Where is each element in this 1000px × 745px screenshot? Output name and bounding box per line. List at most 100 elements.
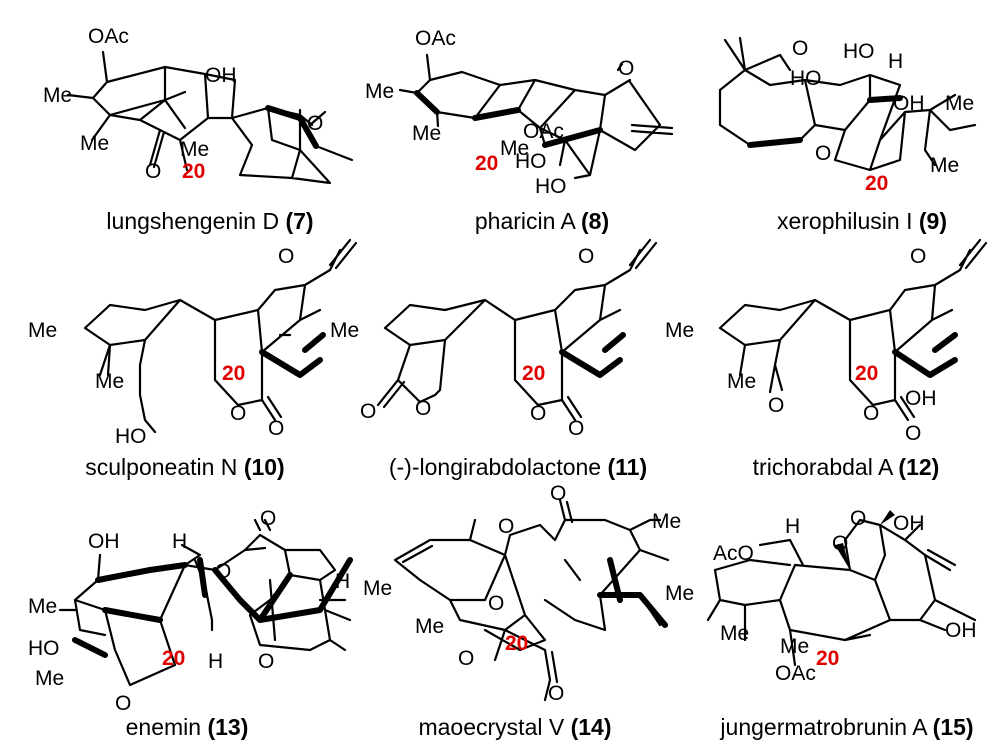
me-label: Me	[720, 622, 749, 645]
c20-label: 20	[816, 647, 839, 670]
structure-compound-12: Me Me O O O OH O 20	[665, 238, 988, 445]
structure-compound-10: Me Me O HO O O 20	[28, 238, 358, 448]
me-label: Me	[330, 319, 359, 342]
h-label: H	[888, 50, 903, 73]
ring-oxygen-label: O	[863, 402, 879, 425]
c20-label: 20	[162, 647, 185, 670]
oac-label: OAc	[415, 27, 456, 50]
ketone-oxygen-label: O	[618, 57, 634, 80]
c20-label: 20	[222, 362, 245, 385]
hydroxyl-label: HO	[28, 637, 60, 660]
c20-label: 20	[855, 362, 878, 385]
caption-compound-13: enemin (13)	[126, 714, 249, 740]
ring-oxygen-label: O	[458, 647, 474, 670]
c20-label: 20	[182, 160, 205, 183]
hydroxyl-label: HO	[790, 67, 822, 90]
me-label: Me	[945, 92, 974, 115]
c20-label: 20	[865, 172, 888, 195]
ketone-oxygen-label: O	[145, 160, 161, 183]
structure-compound-7: OAc OH Me Me Me O O 20	[43, 25, 354, 185]
me-label: Me	[80, 132, 109, 155]
hydroxyl-label: OH	[893, 92, 925, 115]
compound-captions: lungshengenin D (7) pharicin A (8) xerop…	[85, 208, 973, 740]
aldehyde-oxygen-label: O	[768, 394, 784, 417]
oac-label: OAc	[88, 25, 129, 48]
me-label: Me	[665, 319, 694, 342]
structure-compound-9: O HO HO OH H Me Me O 20	[718, 36, 977, 195]
caption-compound-7: lungshengenin D (7)	[106, 208, 313, 234]
ring-oxygen-label: O	[230, 402, 246, 425]
caption-compound-10: sculponeatin N (10)	[85, 454, 284, 480]
carbonyl-oxygen-label: O	[268, 417, 284, 440]
structure-compound-13: OH Me HO Me H H H O O O O 20	[28, 507, 353, 715]
hydroxyl-label: HO	[515, 150, 547, 173]
me-label: Me	[500, 137, 529, 160]
carbonyl-oxygen-label: O	[568, 417, 584, 440]
peroxide-oxygen-label: O	[850, 507, 866, 530]
oh-label: OH	[205, 64, 237, 87]
me-label: Me	[415, 615, 444, 638]
me-label: Me	[28, 319, 57, 342]
me-label: Me	[95, 370, 124, 393]
caption-compound-15: jungermatrobrunin A (15)	[719, 714, 973, 740]
caption-compound-11: (-)-longirabdolactone (11)	[389, 454, 647, 480]
hydroxyl-label: HO	[115, 425, 147, 448]
caption-compound-12: trichorabdal A (12)	[753, 454, 940, 480]
ring-oxygen-label: O	[115, 692, 131, 715]
me-label: Me	[43, 84, 72, 107]
me-label: Me	[35, 667, 64, 690]
lactone-ring-oxygen-label: O	[415, 397, 431, 420]
carbonyl-oxygen-label: O	[260, 507, 276, 530]
hydroxyl-label: OH	[88, 530, 120, 553]
carbonyl-oxygen-label: O	[905, 422, 921, 445]
hydroxyl-label: OH	[905, 387, 937, 410]
acetoxy-label: AcO	[713, 542, 754, 565]
me-label: Me	[652, 510, 681, 533]
structure-compound-14: O O Me Me Me O O O 20	[363, 482, 681, 705]
ketone-oxygen-label: O	[578, 245, 594, 268]
structure-compound-8: OAc Me Me OAc Me O HO HO 20	[365, 27, 674, 198]
me-label: Me	[665, 582, 694, 605]
h-label: H	[335, 570, 350, 593]
ketone-oxygen-label: O	[258, 650, 274, 673]
me-label: Me	[412, 122, 441, 145]
hydroxyl-label: HO	[535, 175, 567, 198]
structure-compound-15: AcO H O O OH Me Me Me OAc OH 20	[665, 507, 977, 685]
ether-oxygen-label: O	[488, 592, 504, 615]
c20-label: 20	[522, 362, 545, 385]
me-label: Me	[727, 370, 756, 393]
c20-label: 20	[475, 152, 498, 175]
peroxide-oxygen-label: O	[832, 532, 848, 555]
ketone-oxygen-label: O	[910, 245, 926, 268]
caption-compound-8: pharicin A (8)	[475, 208, 609, 234]
enone-oxygen-label: O	[498, 515, 514, 538]
h-label: H	[208, 650, 223, 673]
lactone-oxygen-label: O	[360, 400, 376, 423]
caption-compound-9: xerophilusin I (9)	[777, 208, 947, 234]
ether-oxygen-label: O	[815, 142, 831, 165]
hydroxyl-label: OH	[893, 512, 925, 535]
me-label: Me	[365, 80, 394, 103]
me-label: Me	[180, 138, 209, 161]
c20-label: 20	[505, 632, 528, 655]
me-label: Me	[28, 595, 57, 618]
hydroxyl-label: HO	[843, 40, 875, 63]
ring-oxygen-label: O	[530, 402, 546, 425]
ketone-oxygen-label: O	[550, 482, 566, 505]
h-label: H	[785, 515, 800, 538]
ketone-oxygen-label: O	[792, 37, 808, 60]
ketone-oxygen-label: O	[278, 245, 294, 268]
h-label: H	[172, 530, 187, 553]
me-label: Me	[930, 154, 959, 177]
me-label: Me	[363, 577, 392, 600]
lactone-oxygen-label: O	[215, 560, 231, 583]
me-label: Me	[780, 635, 809, 658]
carbonyl-oxygen-label: O	[548, 682, 564, 705]
caption-compound-14: maoecrystal V (14)	[418, 714, 611, 740]
oac-label: OAc	[523, 120, 564, 143]
structure-compound-11: Me O O O O O 20	[330, 238, 658, 440]
hydroxyl-label: OH	[945, 619, 977, 642]
ether-oxygen-label: O	[307, 112, 323, 135]
oac-label: OAc	[775, 662, 816, 685]
